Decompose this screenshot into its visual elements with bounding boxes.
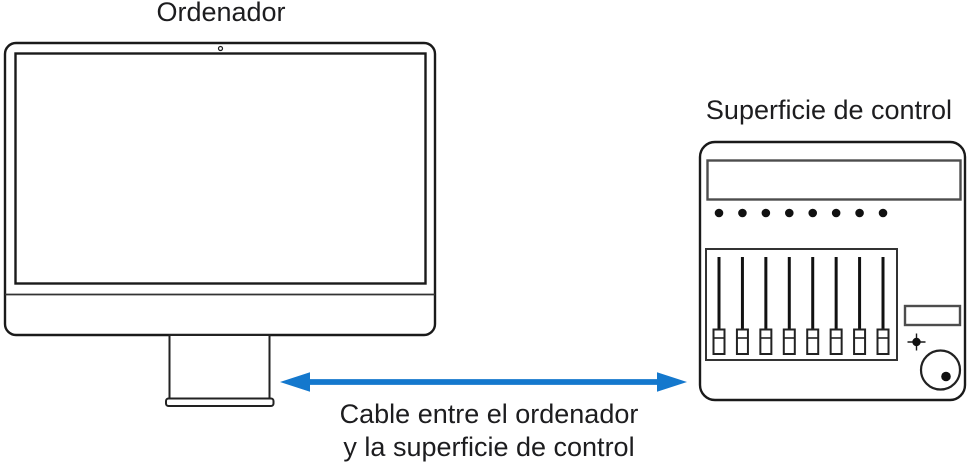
led-dot bbox=[878, 208, 888, 218]
led-dot bbox=[831, 208, 841, 218]
crosshair-icon bbox=[907, 333, 926, 351]
led-dot bbox=[784, 208, 794, 218]
computer-illustration bbox=[3, 41, 437, 407]
led-row bbox=[714, 208, 888, 218]
control-surface-illustration bbox=[698, 140, 967, 402]
led-dot bbox=[738, 208, 747, 218]
aux-display bbox=[903, 304, 962, 327]
led-dot bbox=[855, 208, 864, 218]
computer-label: Ordenador bbox=[156, 0, 286, 27]
computer-stand bbox=[168, 334, 271, 400]
fader-bank bbox=[705, 248, 898, 361]
cable-label: Cable entre el ordenador y la superficie… bbox=[289, 398, 689, 464]
cable-label-line1: Cable entre el ordenador bbox=[339, 399, 639, 429]
fader-bank-channels bbox=[712, 257, 890, 355]
camera-icon bbox=[217, 45, 224, 52]
control-surface-label: Superficie de control bbox=[705, 95, 953, 125]
cable-arrow bbox=[280, 372, 687, 392]
computer-stand-base bbox=[165, 397, 275, 407]
cable-label-line2: y la superficie de control bbox=[343, 432, 635, 462]
led-dot bbox=[808, 208, 818, 218]
fader-channel bbox=[782, 257, 796, 355]
main-display bbox=[706, 159, 962, 201]
jog-wheel-dot bbox=[941, 371, 951, 382]
fader-channel bbox=[829, 257, 843, 355]
fader-channel bbox=[806, 257, 820, 355]
fader-channel bbox=[853, 257, 867, 355]
fader-channel bbox=[735, 257, 749, 355]
led-dot bbox=[761, 208, 771, 218]
computer-screen bbox=[14, 52, 427, 285]
led-dot bbox=[714, 208, 724, 218]
jog-wheel bbox=[919, 349, 962, 391]
fader-channel bbox=[712, 257, 726, 355]
fader-channel bbox=[759, 257, 773, 355]
fader-channel bbox=[876, 257, 890, 355]
